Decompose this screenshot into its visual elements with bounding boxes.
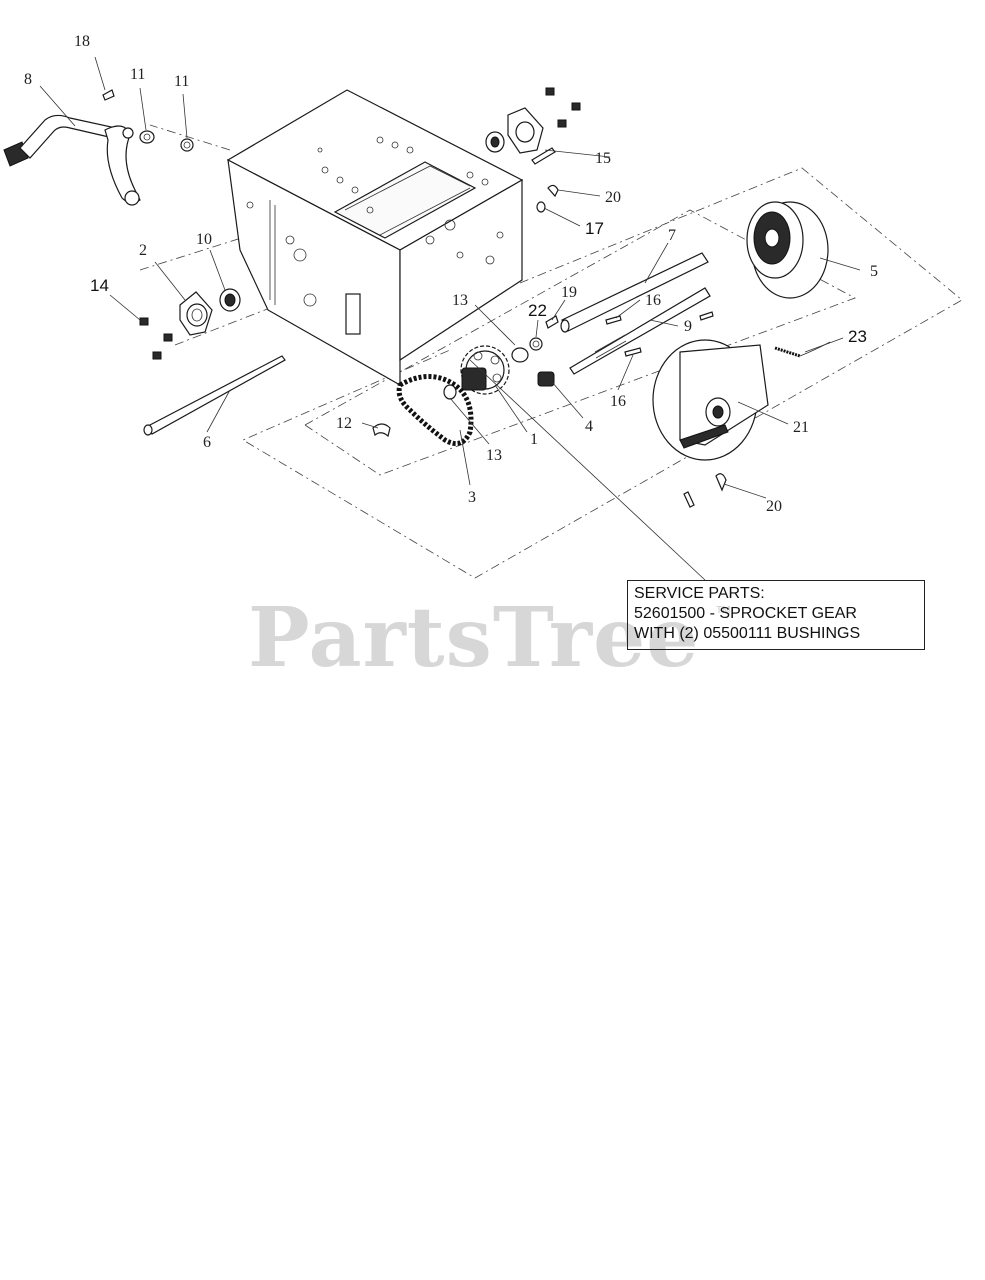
callout-15: 15	[595, 150, 611, 167]
callout-16b: 16	[610, 393, 626, 410]
callout-23: 23	[848, 327, 867, 346]
callout-13b: 13	[486, 447, 502, 464]
callout-3: 3	[468, 489, 476, 506]
part-shaft-7	[560, 252, 709, 333]
service-parts-note: SERVICE PARTS: 52601500 - SPROCKET GEAR …	[627, 580, 925, 650]
part-pin-16b	[624, 347, 642, 357]
part-bushing-13a	[511, 347, 529, 363]
callout-4: 4	[585, 418, 593, 435]
callout-18: 18	[74, 33, 90, 50]
frame-housing	[226, 89, 524, 387]
part-washer-22	[529, 337, 543, 351]
part-wheel-5	[746, 201, 829, 299]
part-bushing-13b	[443, 384, 457, 400]
service-parts-line-2: 52601500 - SPROCKET GEAR	[634, 605, 857, 622]
callout-13a: 13	[452, 292, 468, 309]
part-bolt-15	[531, 147, 556, 165]
leader-lines	[39, 56, 861, 581]
part-drive-shaft-9	[569, 287, 711, 375]
frame-holes	[246, 136, 504, 307]
part-axle-6	[143, 355, 286, 436]
callouts: 18 8 11 11 2 10 14 13 22 19 16 7 9 5 15 …	[24, 33, 878, 515]
part-hub-4	[537, 371, 555, 387]
callout-7: 7	[668, 227, 676, 244]
callout-6: 6	[203, 434, 211, 451]
service-parts-line-3: WITH (2) 05500111 BUSHINGS	[634, 625, 861, 642]
callout-16a: 16	[645, 292, 661, 309]
part-washer-17	[536, 201, 546, 213]
callout-20a: 20	[605, 189, 621, 206]
part-chain-3	[396, 374, 474, 447]
part-bolts-14	[139, 317, 173, 360]
callout-17: 17	[585, 219, 604, 238]
part-flange-bearing-2	[179, 291, 213, 336]
part-sprocket-1	[460, 345, 510, 395]
callout-11b: 11	[174, 73, 189, 90]
callout-9: 9	[684, 318, 692, 335]
callout-10: 10	[196, 231, 212, 248]
service-parts-heading: SERVICE PARTS:	[634, 585, 765, 602]
part-pin-18	[102, 89, 115, 101]
callout-8: 8	[24, 71, 32, 88]
part-clips-20-lower	[683, 473, 727, 508]
part-bearing-10	[219, 288, 241, 312]
callout-19: 19	[561, 284, 577, 301]
part-bushing-11b	[180, 138, 194, 152]
part-wheel-cover-21	[652, 339, 769, 461]
part-clip-20-upper	[547, 184, 559, 198]
callout-12: 12	[336, 415, 352, 432]
part-pin-16a	[605, 311, 714, 325]
part-clip-12	[372, 423, 391, 438]
callout-1: 1	[530, 431, 538, 448]
callout-20b: 20	[766, 498, 782, 515]
part-shift-lever	[3, 114, 141, 206]
callout-14: 14	[90, 276, 109, 295]
callout-2: 2	[139, 242, 147, 259]
callout-22: 22	[528, 301, 547, 320]
callout-5: 5	[870, 263, 878, 280]
part-spring-23	[774, 341, 831, 358]
callout-11a: 11	[130, 66, 145, 83]
callout-21: 21	[793, 419, 809, 436]
part-flange-bearing-upper	[485, 87, 581, 154]
part-pin-19	[545, 315, 559, 329]
watermark-trademark: TM	[716, 605, 731, 616]
part-bushing-11a	[139, 130, 155, 144]
